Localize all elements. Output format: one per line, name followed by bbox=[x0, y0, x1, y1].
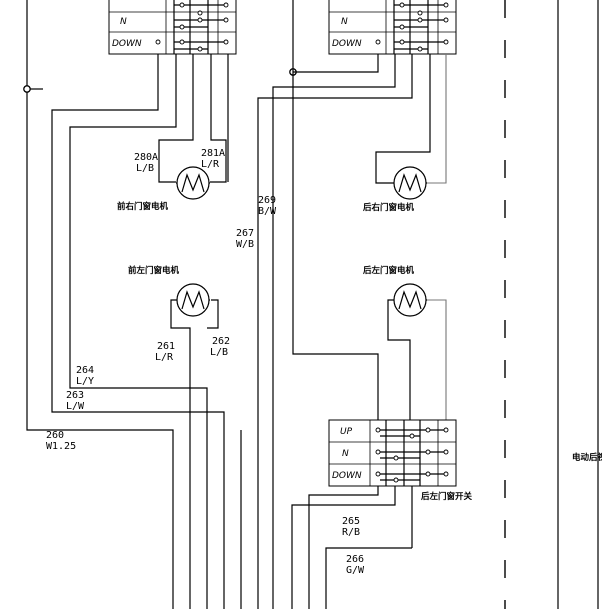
rear-left-window-switch: UP N DOWN bbox=[328, 419, 457, 487]
wire-id: 264 bbox=[76, 365, 94, 376]
front-left-motor bbox=[176, 283, 210, 317]
wire-color: L/R bbox=[155, 352, 174, 363]
switch-label-down: DOWN bbox=[332, 471, 362, 481]
motor-label-front-right: 前右门窗电机 bbox=[117, 201, 169, 212]
wire-id: 280A bbox=[134, 152, 158, 163]
motor-label-rear-left: 后左门窗电机 bbox=[363, 265, 415, 276]
wire-id: 269 bbox=[258, 195, 276, 206]
wire-color: G/W bbox=[346, 565, 365, 576]
wire-id: 261 bbox=[157, 341, 175, 352]
junction-node bbox=[23, 85, 31, 93]
wire-color: W1.25 bbox=[46, 441, 76, 452]
wire-color: L/B bbox=[210, 347, 228, 358]
rear-right-window-switch: N DOWN bbox=[328, 0, 457, 55]
switch-label-down: DOWN bbox=[332, 39, 362, 49]
wire-color: L/B bbox=[136, 163, 154, 174]
left-wiring bbox=[26, 0, 242, 609]
motor-label-rear-right: 后右门窗电机 bbox=[363, 202, 415, 213]
wire-color: L/Y bbox=[76, 376, 94, 387]
side-section-label: 电动后视 bbox=[572, 452, 602, 463]
switch-label-n: N bbox=[342, 449, 349, 459]
switch-label-n: N bbox=[120, 17, 127, 27]
rear-right-motor bbox=[393, 166, 427, 200]
switch-label-n: N bbox=[341, 17, 348, 27]
wire-color: L/R bbox=[201, 159, 220, 170]
wire-id: 267 bbox=[236, 228, 254, 239]
rear-left-motor bbox=[393, 283, 427, 317]
wire-color: W/B bbox=[236, 239, 254, 250]
wire-color: B/W bbox=[258, 206, 277, 217]
wire-id: 266 bbox=[346, 554, 364, 565]
wire-id: 265 bbox=[342, 516, 360, 527]
right-wiring bbox=[257, 0, 447, 609]
wire-id: 262 bbox=[212, 336, 230, 347]
wire-id: 263 bbox=[66, 390, 84, 401]
wire-id: 281A bbox=[201, 148, 225, 159]
front-right-motor bbox=[176, 166, 210, 200]
switch-label-up: UP bbox=[340, 427, 353, 437]
motor-label-front-left: 前左门窗电机 bbox=[128, 265, 180, 276]
switch-label-rear-left: 后左门窗开关 bbox=[421, 491, 473, 502]
wire-color: L/W bbox=[66, 401, 85, 412]
switch-label-down: DOWN bbox=[112, 39, 142, 49]
wire-id: 260 bbox=[46, 430, 64, 441]
wire-color: R/B bbox=[342, 527, 360, 538]
front-right-window-switch: N DOWN bbox=[108, 0, 237, 55]
